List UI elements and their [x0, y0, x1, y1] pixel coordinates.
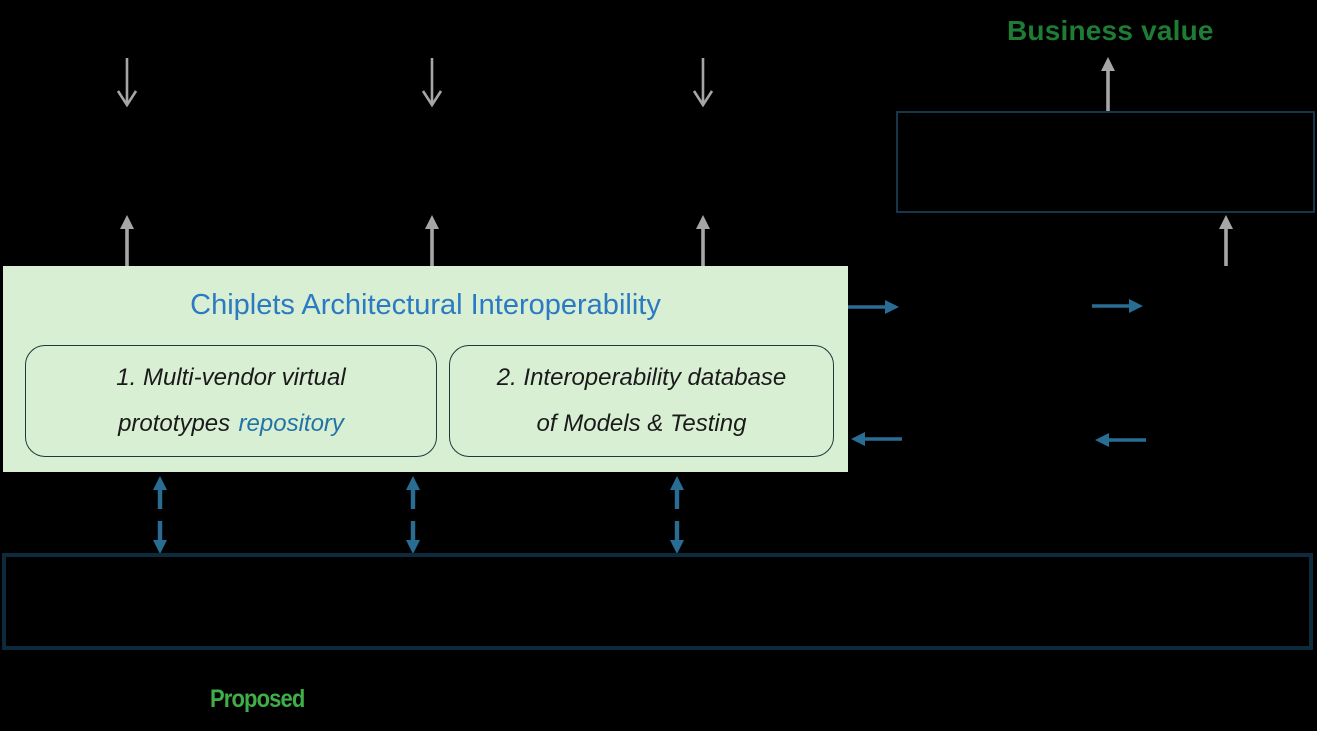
gray-up-arrow-icon	[1219, 215, 1233, 266]
gray-down-arrow-icon	[422, 58, 442, 108]
box2-line1: 2. Interoperability database	[496, 364, 787, 391]
box1-line2-plain: prototypes	[118, 410, 231, 437]
gray-up-arrow-icon	[696, 215, 710, 266]
box2-line2: of Models & Testing	[536, 410, 747, 437]
teal-left-arrow-icon	[851, 432, 902, 446]
foundation-box	[2, 553, 1313, 650]
panel-title: Chiplets Architectural Interoperability	[190, 289, 661, 321]
gray-up-arrow-icon	[425, 215, 439, 266]
interoperability-database-box: 2. Interoperability database of Models &…	[449, 345, 834, 457]
box1-line1: 1. Multi-vendor virtual	[116, 364, 346, 391]
teal-right-arrow-icon	[848, 300, 899, 314]
business-value-target-box	[896, 111, 1315, 213]
teal-double-vertical-arrow-icon	[670, 476, 684, 554]
business-value-label: Business value	[1007, 15, 1214, 46]
teal-left-arrow-icon	[1095, 433, 1146, 447]
gray-down-arrow-icon	[117, 58, 137, 108]
box1-line2-repository: repository	[238, 410, 344, 437]
proposed-label: Proposed	[210, 685, 305, 713]
gray-up-arrow-icon	[1101, 57, 1115, 113]
teal-double-vertical-arrow-icon	[153, 476, 167, 554]
gray-down-arrow-icon	[693, 58, 713, 108]
box1-line2: prototypes repository	[118, 410, 344, 438]
teal-right-arrow-icon	[1092, 299, 1143, 313]
gray-up-arrow-icon	[120, 215, 134, 266]
teal-double-vertical-arrow-icon	[406, 476, 420, 554]
chiplets-interoperability-panel: Chiplets Architectural Interoperability …	[3, 266, 848, 472]
multi-vendor-prototypes-box: 1. Multi-vendor virtual prototypes reposi…	[25, 345, 437, 457]
